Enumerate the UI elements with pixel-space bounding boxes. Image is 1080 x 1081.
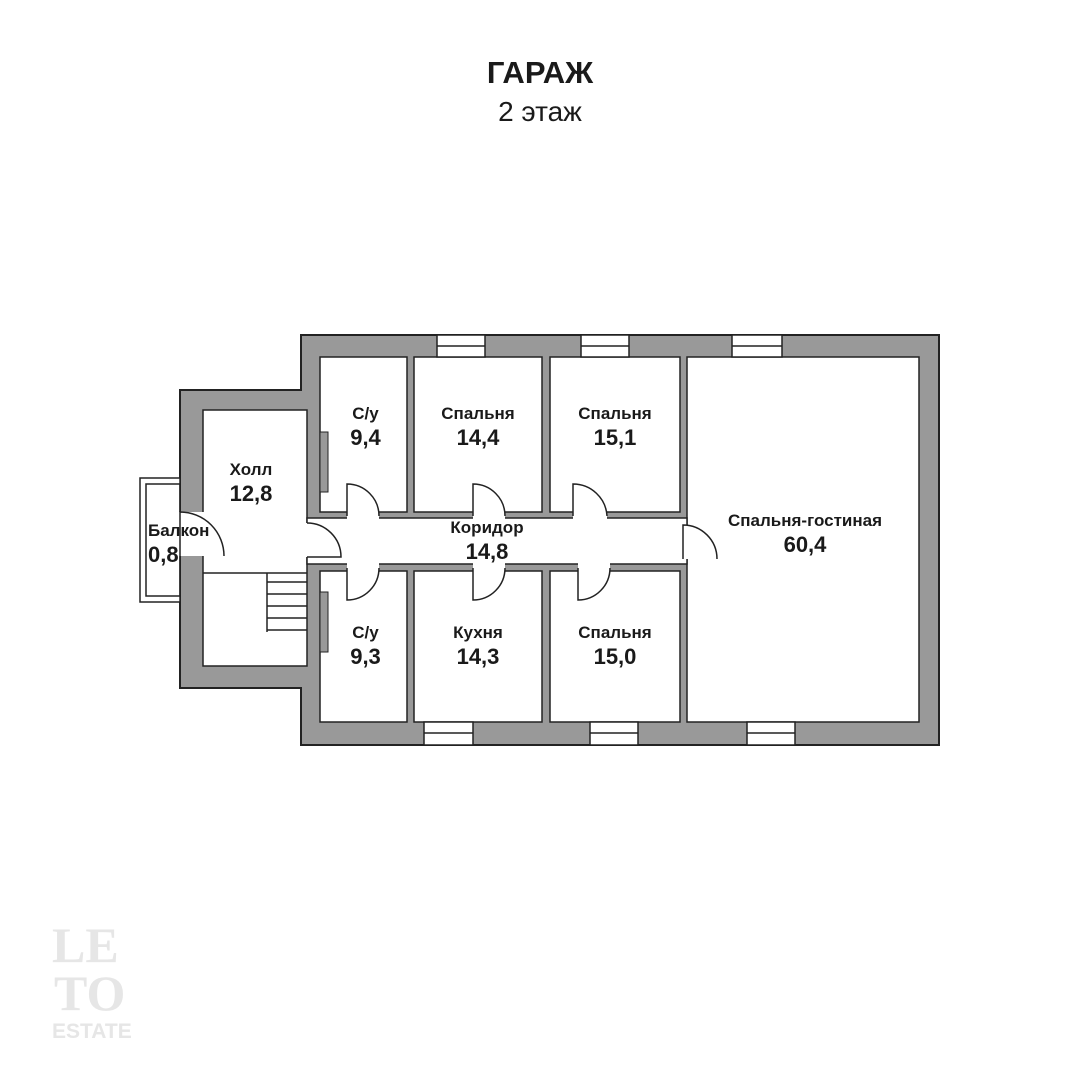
room-label-corridor: Коридор 14,8 — [422, 517, 552, 566]
logo-line-2: TO — [54, 965, 125, 1021]
balcony — [139, 477, 181, 603]
room-label-su-bottom: С/у 9,3 — [322, 622, 409, 671]
room-label-bedroom-1: Спальня 14,4 — [414, 403, 542, 452]
room-label-hall: Холл 12,8 — [203, 459, 299, 508]
room-name: Спальня — [578, 404, 652, 423]
windows — [423, 334, 796, 746]
wall-niches — [319, 431, 329, 653]
door-swing — [346, 567, 380, 601]
door-swing — [572, 483, 608, 517]
room-area: 0,8 — [148, 542, 179, 568]
room-name: Спальня-гостиная — [728, 511, 882, 530]
living-floor — [686, 356, 920, 723]
room-floors — [202, 356, 920, 723]
room-label-su-top: С/у 9,4 — [322, 403, 409, 452]
room-area: 15,1 — [593, 425, 637, 451]
leto-estate-logo: LE TO ESTATE — [52, 918, 132, 1042]
door-swing — [306, 522, 342, 558]
bedroom-3-floor — [549, 570, 681, 723]
logo-line-1: LE — [52, 918, 119, 973]
room-label-bedroom-2: Спальня 15,1 — [550, 403, 680, 452]
stairs — [203, 572, 307, 632]
room-label-living: Спальня-гостиная 60,4 — [705, 510, 905, 559]
kitchen-floor — [413, 570, 543, 723]
door-swing — [682, 524, 718, 560]
logo-line-3: ESTATE — [52, 1020, 132, 1042]
room-area: 12,8 — [229, 481, 273, 507]
room-name: С/у — [352, 623, 379, 642]
room-name: Кухня — [453, 623, 503, 642]
room-area: 9,3 — [350, 644, 381, 670]
room-name: Балкон — [148, 521, 210, 540]
room-area: 15,0 — [593, 644, 637, 670]
room-area: 14,3 — [456, 644, 500, 670]
room-name: С/у — [352, 404, 379, 423]
door-swing — [472, 483, 506, 517]
room-area: 14,8 — [465, 539, 509, 565]
floor-subtitle: 2 этаж — [498, 96, 582, 127]
room-name: Холл — [229, 460, 273, 479]
corridor-floor — [306, 517, 688, 565]
room-area: 9,4 — [350, 425, 381, 451]
room-area: 14,4 — [456, 425, 500, 451]
room-label-bedroom-3: Спальня 15,0 — [550, 622, 680, 671]
door-swing — [346, 483, 380, 517]
room-name: Спальня — [441, 404, 515, 423]
doors — [176, 483, 718, 601]
bedroom-2-floor — [549, 356, 681, 513]
door-swing — [472, 567, 506, 601]
room-name: Спальня — [578, 623, 652, 642]
room-name: Коридор — [450, 518, 524, 537]
room-label-balcony: Балкон 0,8 — [148, 520, 218, 569]
plan-title: ГАРАЖ — [486, 55, 594, 90]
door-swing — [179, 511, 225, 557]
room-label-kitchen: Кухня 14,3 — [414, 622, 542, 671]
room-area: 60,4 — [783, 532, 827, 558]
door-swing — [577, 567, 611, 601]
